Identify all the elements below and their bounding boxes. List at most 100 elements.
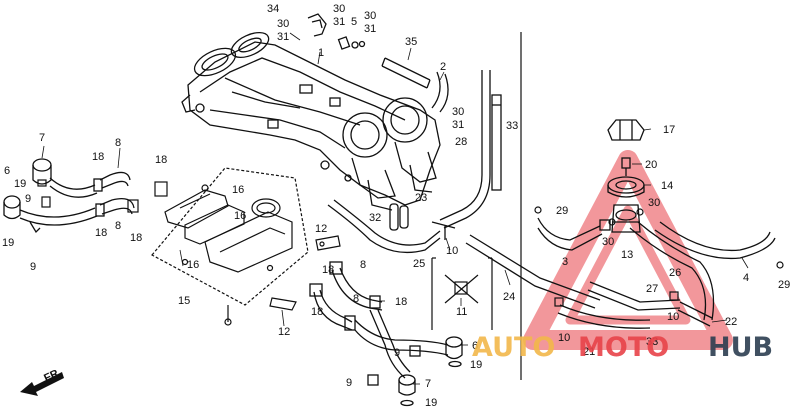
callout-label: 6 <box>472 340 478 352</box>
callout-label: 8 <box>115 137 121 149</box>
watermark-logo: AUTO MOTO HUB <box>472 332 773 363</box>
callout-label: 10 <box>667 311 679 323</box>
callout-label: 6 <box>4 165 10 177</box>
callout-label: 9 <box>30 261 36 273</box>
watermark-auto: AUTO <box>472 332 555 363</box>
callout-label: 29 <box>556 205 568 217</box>
callout-label: 18 <box>95 227 107 239</box>
callout-label: 7 <box>39 132 45 144</box>
watermark-moto: MOTO <box>578 332 669 363</box>
callout-label: 4 <box>743 272 749 284</box>
callout-label: 8 <box>115 220 121 232</box>
callout-label: 5 <box>351 16 357 28</box>
callout-label: 8 <box>353 293 359 305</box>
throttle-body-assembly <box>181 31 441 211</box>
callout-label: 30 <box>648 197 660 209</box>
hose-25 <box>327 199 441 254</box>
small-clamps-right <box>534 206 784 307</box>
callout-label: 34 <box>267 3 279 15</box>
callout-label: 7 <box>425 378 431 390</box>
callout-label: 1 <box>318 47 324 59</box>
callout-label: 30 <box>602 236 614 248</box>
callout-label: 31 <box>333 16 345 28</box>
callout-label: 2 <box>440 61 446 73</box>
callout-label: 31 <box>277 31 289 43</box>
callout-label: 18 <box>155 154 167 166</box>
callout-label: 13 <box>621 249 633 261</box>
plate-assembly-box <box>151 167 309 306</box>
left-hose-upper <box>32 158 131 198</box>
callout-label: 14 <box>661 180 673 192</box>
callout-label: 30 <box>452 106 464 118</box>
callout-label: 18 <box>395 296 407 308</box>
hose-27 <box>587 281 681 311</box>
part-17 <box>607 119 645 141</box>
callout-label: 9 <box>346 377 352 389</box>
callout-label: 16 <box>234 210 246 222</box>
callout-label: 25 <box>413 258 425 270</box>
callout-label: 31 <box>364 23 376 35</box>
callout-label: 23 <box>415 192 427 204</box>
callout-label: 30 <box>333 3 345 15</box>
center-hose-lower <box>309 283 449 379</box>
hose-4 <box>654 221 776 260</box>
hose-24 <box>465 234 601 309</box>
callout-label: 12 <box>278 326 290 338</box>
callout-label: 18 <box>311 306 323 318</box>
callout-label: 28 <box>455 136 467 148</box>
callout-label: 16 <box>232 184 244 196</box>
callout-label: 27 <box>646 283 658 295</box>
callout-label: 20 <box>645 159 657 171</box>
clip-32 <box>389 203 409 231</box>
callout-label: 32 <box>369 212 381 224</box>
left-hose-lower <box>3 195 135 234</box>
callout-label: 18 <box>130 232 142 244</box>
center-fittings <box>367 336 463 407</box>
watermark-hub: HUB <box>708 332 773 363</box>
callout-label: 30 <box>364 10 376 22</box>
part-20 <box>621 157 631 176</box>
callout-label: 24 <box>503 291 515 303</box>
hose-35 <box>381 57 431 89</box>
bracket-12 <box>315 235 341 251</box>
callout-label: 3 <box>562 256 568 268</box>
callout-label: 22 <box>725 316 737 328</box>
callout-label: 21 <box>583 346 595 358</box>
callout-label: 17 <box>663 124 675 136</box>
callout-label: 16 <box>187 259 199 271</box>
tee-10 <box>431 221 456 240</box>
leader-lines <box>41 32 749 385</box>
callout-label: 8 <box>360 259 366 271</box>
callout-label: 19 <box>14 178 26 190</box>
tube-28 <box>439 70 491 229</box>
callout-label: 10 <box>446 245 458 257</box>
callout-label: 9 <box>394 347 400 359</box>
callout-label: 29 <box>778 279 790 291</box>
top-small-hoses <box>307 13 366 50</box>
callout-label: 30 <box>277 18 289 30</box>
tee-11-box <box>431 257 493 330</box>
callout-label: 12 <box>315 223 327 235</box>
callout-label: 18 <box>92 151 104 163</box>
center-hose-upper <box>329 261 383 311</box>
callout-label: 33 <box>506 120 518 132</box>
callout-label: 15 <box>178 295 190 307</box>
callout-label: 18 <box>322 264 334 276</box>
callout-label: 26 <box>669 267 681 279</box>
callout-label: 10 <box>558 332 570 344</box>
callout-label: 35 <box>405 36 417 48</box>
bolt-12 <box>224 297 297 326</box>
callout-label: 33 <box>646 336 658 348</box>
left-small-parts <box>37 179 168 213</box>
callout-labels: 34 30 31 30 31 5 30 31 1 35 2 30 31 33 2… <box>2 3 790 409</box>
hose-21 <box>557 304 651 329</box>
part-13 <box>611 204 641 233</box>
callout-label: 9 <box>25 193 31 205</box>
hose-22 <box>677 301 713 327</box>
hose-3 <box>537 217 611 251</box>
callout-label: 11 <box>456 306 467 318</box>
callout-label: 31 <box>452 119 464 131</box>
callout-label: 19 <box>470 359 482 371</box>
callout-label: 19 <box>2 237 14 249</box>
